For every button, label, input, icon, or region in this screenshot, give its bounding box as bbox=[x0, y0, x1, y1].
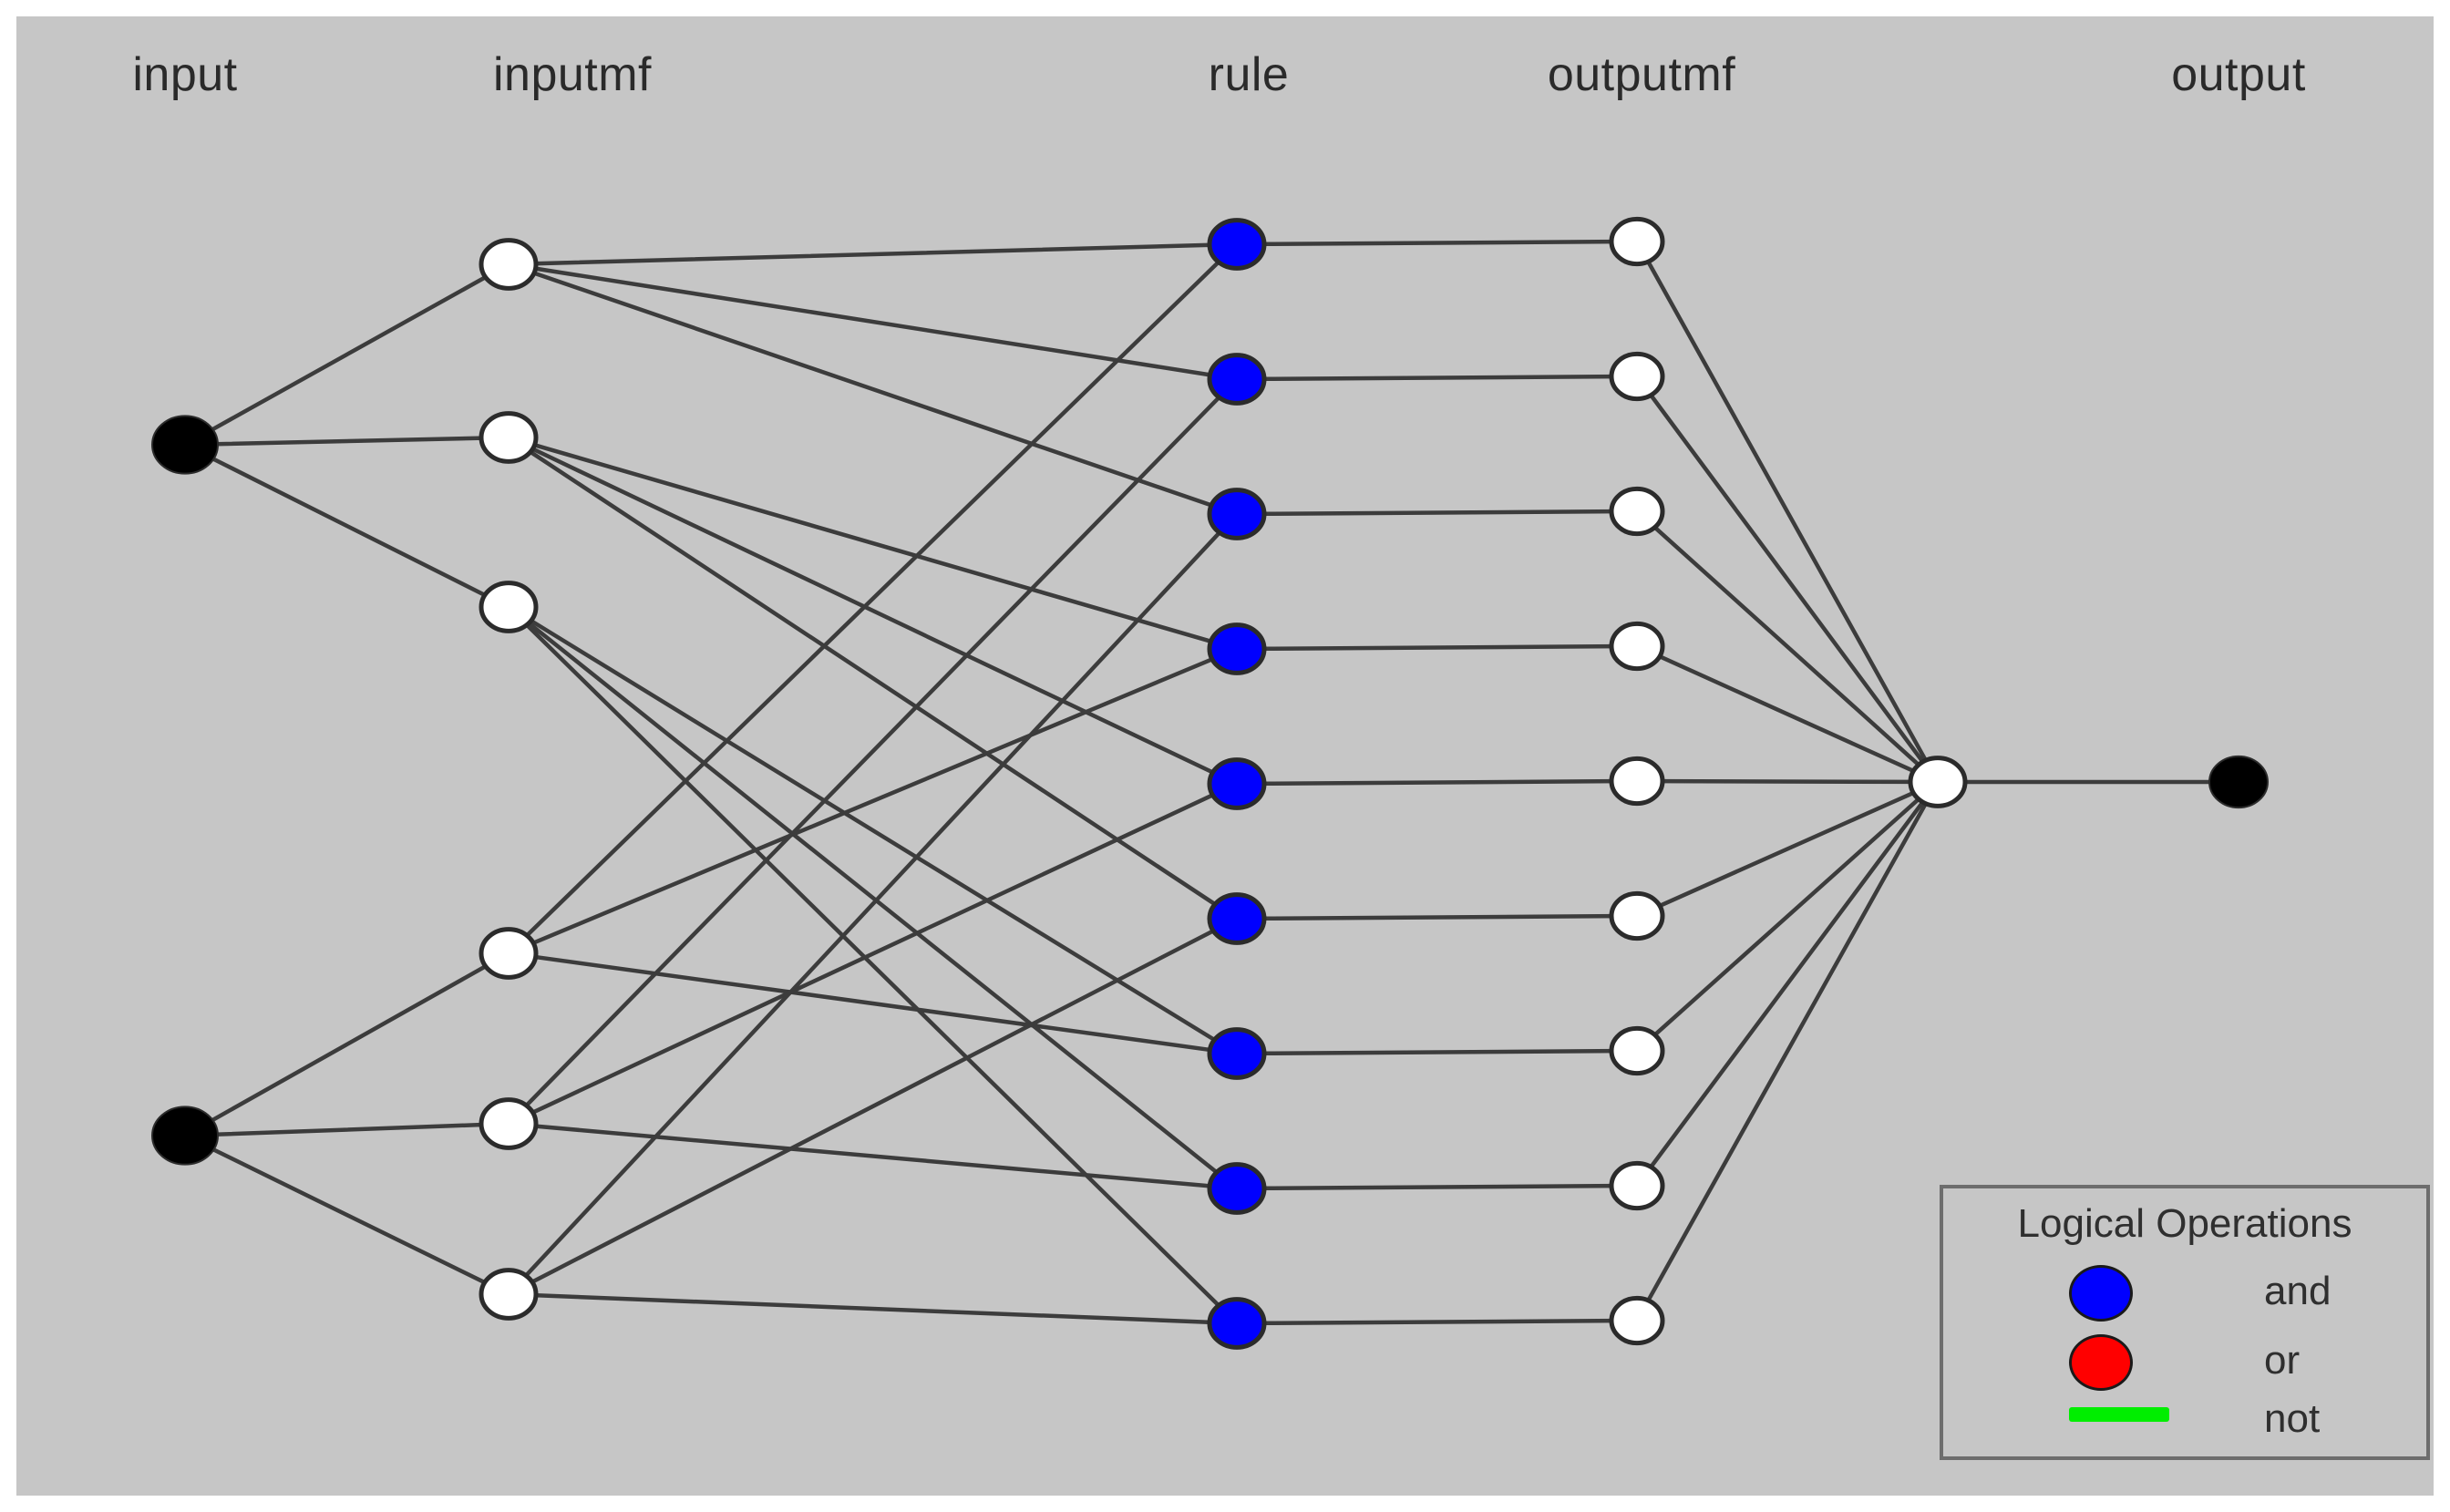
node-rule-r1[interactable] bbox=[1207, 218, 1267, 271]
and-circle-icon bbox=[2069, 1265, 2133, 1322]
edge-imf4-r7 bbox=[531, 954, 1214, 1053]
node-rule-r5[interactable] bbox=[1207, 757, 1267, 810]
legend-label-or: or bbox=[2264, 1338, 2301, 1383]
edge-imf5-r2 bbox=[524, 395, 1221, 1108]
edge-omf1-agg bbox=[1646, 260, 1928, 762]
edge-imf1-r1 bbox=[531, 242, 1214, 266]
edge-r6-omf6 bbox=[1260, 913, 1616, 921]
column-label-rule: rule bbox=[1208, 48, 1290, 101]
edge-imf3-r8 bbox=[526, 621, 1220, 1175]
edge-r4-omf4 bbox=[1260, 643, 1616, 652]
not-line-icon bbox=[2069, 1407, 2169, 1422]
edge-r5-omf5 bbox=[1260, 778, 1616, 787]
node-aggregate-agg[interactable] bbox=[1908, 756, 1968, 808]
edge-in2-imf6 bbox=[211, 1147, 489, 1285]
node-inputmf-imf4[interactable] bbox=[479, 927, 539, 980]
or-circle-icon bbox=[2069, 1334, 2133, 1391]
node-inputmf-imf2[interactable] bbox=[479, 411, 539, 464]
edge-imf2-r4 bbox=[530, 442, 1215, 644]
edge-in1-imf3 bbox=[211, 456, 489, 598]
node-outputmf-omf9[interactable] bbox=[1609, 1295, 1665, 1346]
node-inputmf-imf5[interactable] bbox=[479, 1097, 539, 1150]
network-graph bbox=[151, 216, 2269, 1350]
edge-r2-omf2 bbox=[1260, 374, 1616, 382]
edge-imf1-r3 bbox=[530, 270, 1215, 509]
edge-r3-omf3 bbox=[1260, 509, 1616, 517]
node-rule-r6[interactable] bbox=[1207, 892, 1267, 945]
edge-imf4-r4 bbox=[530, 656, 1216, 946]
edge-omf7-agg bbox=[1652, 797, 1921, 1037]
node-rule-r9[interactable] bbox=[1207, 1297, 1267, 1350]
network-plot-area: input inputmf rule outputmf output Logic… bbox=[16, 16, 2434, 1496]
node-outputmf-omf5[interactable] bbox=[1609, 756, 1665, 807]
edge-omf2-agg bbox=[1649, 393, 1925, 764]
node-outputmf-omf2[interactable] bbox=[1609, 351, 1665, 402]
edge-omf8-agg bbox=[1649, 800, 1925, 1169]
legend-label-and: and bbox=[2264, 1269, 2332, 1313]
node-rule-r8[interactable] bbox=[1207, 1162, 1267, 1215]
edge-in2-imf4 bbox=[210, 963, 489, 1123]
edge-imf5-r5 bbox=[530, 792, 1216, 1116]
legend-swatch-or bbox=[2069, 1334, 2133, 1391]
node-outputmf-omf6[interactable] bbox=[1609, 890, 1665, 941]
edges-layer bbox=[210, 239, 2214, 1326]
edge-in2-imf5 bbox=[213, 1122, 486, 1137]
node-rule-r3[interactable] bbox=[1207, 488, 1267, 540]
edge-omf6-agg bbox=[1656, 790, 1917, 909]
node-inputmf-imf6[interactable] bbox=[479, 1268, 539, 1321]
edge-imf3-r7 bbox=[528, 618, 1218, 1043]
node-output-out1[interactable] bbox=[2208, 755, 2269, 809]
node-input-in1[interactable] bbox=[151, 415, 219, 475]
edge-imf2-r5 bbox=[530, 446, 1216, 776]
node-rule-r2[interactable] bbox=[1207, 353, 1267, 406]
node-rule-r7[interactable] bbox=[1207, 1027, 1267, 1080]
edge-in1-imf2 bbox=[213, 436, 486, 447]
edge-r8-omf8 bbox=[1260, 1183, 1616, 1191]
node-outputmf-omf7[interactable] bbox=[1609, 1025, 1665, 1076]
edge-r9-omf9 bbox=[1260, 1318, 1616, 1326]
edge-imf4-r1 bbox=[524, 260, 1221, 938]
edge-imf3-r9 bbox=[524, 622, 1221, 1308]
edge-imf1-r2 bbox=[531, 266, 1214, 377]
edge-imf5-r8 bbox=[531, 1124, 1214, 1188]
edge-omf5-agg bbox=[1658, 778, 1915, 785]
node-outputmf-omf3[interactable] bbox=[1609, 486, 1665, 537]
edge-omf3-agg bbox=[1652, 525, 1921, 767]
node-outputmf-omf4[interactable] bbox=[1609, 621, 1665, 672]
edge-r1-omf1 bbox=[1260, 239, 1616, 247]
column-label-output: output bbox=[2171, 48, 2306, 101]
node-rule-r4[interactable] bbox=[1207, 622, 1267, 675]
node-inputmf-imf3[interactable] bbox=[479, 581, 539, 633]
legend-swatch-not bbox=[2069, 1407, 2169, 1422]
legend-label-not: not bbox=[2264, 1396, 2321, 1441]
column-label-outputmf: outputmf bbox=[1547, 48, 1736, 101]
nodes-layer bbox=[151, 216, 2269, 1350]
node-outputmf-omf8[interactable] bbox=[1609, 1160, 1665, 1211]
edge-imf6-r9 bbox=[531, 1292, 1214, 1325]
column-label-input: input bbox=[132, 48, 238, 101]
edge-omf4-agg bbox=[1656, 653, 1917, 774]
legend-title: Logical Operations bbox=[2017, 1201, 2352, 1246]
node-inputmf-imf1[interactable] bbox=[479, 238, 539, 291]
edge-imf2-r6 bbox=[528, 449, 1218, 907]
node-outputmf-omf1[interactable] bbox=[1609, 216, 1665, 267]
edge-in1-imf1 bbox=[210, 274, 489, 432]
edge-imf6-r3 bbox=[523, 530, 1222, 1278]
edge-r7-omf7 bbox=[1260, 1048, 1616, 1056]
node-input-in2[interactable] bbox=[151, 1106, 219, 1166]
legend-box: Logical Operations and or not bbox=[1940, 1185, 2430, 1460]
column-label-inputmf: inputmf bbox=[492, 48, 653, 101]
edge-imf6-r6 bbox=[529, 928, 1217, 1285]
edge-omf9-agg bbox=[1646, 802, 1928, 1302]
legend-swatch-and bbox=[2069, 1265, 2133, 1322]
